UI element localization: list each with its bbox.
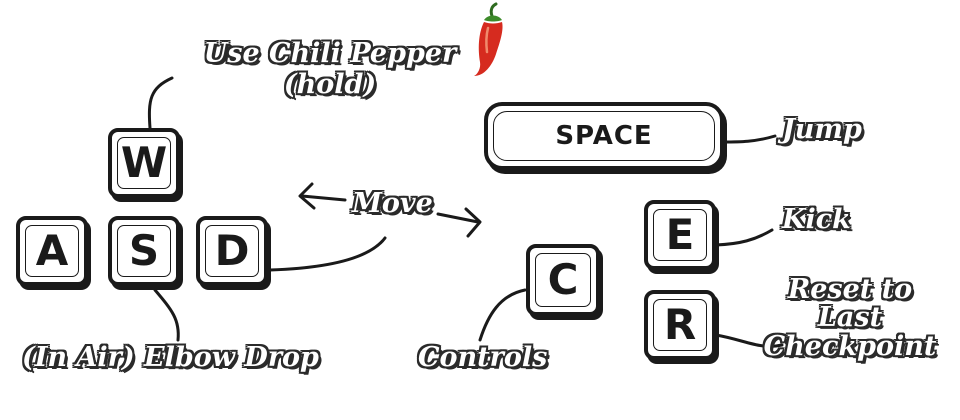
key-a: A xyxy=(16,216,88,286)
key-e: E xyxy=(644,200,716,270)
label-chili-line2: (hold) xyxy=(283,69,377,101)
key-w-letter: W xyxy=(120,138,168,187)
key-space: SPACE xyxy=(484,102,724,170)
label-reset-line1: Reset to xyxy=(787,274,913,305)
key-space-letter: SPACE xyxy=(555,121,653,151)
line-space-to-jump xyxy=(721,134,777,144)
label-elbow-drop: (In Air) Elbow Drop xyxy=(22,342,319,373)
arrow-left-shaft xyxy=(300,194,347,202)
line-e-to-kick xyxy=(714,228,774,247)
label-reset-checkpoint: Reset to Last Checkpoint xyxy=(760,274,940,362)
label-reset-line2: Last xyxy=(817,302,883,334)
key-r: R xyxy=(644,290,716,360)
key-s-letter: S xyxy=(128,226,160,275)
label-chili-line1: Use Chili Pepper xyxy=(203,38,457,69)
key-d-letter: D xyxy=(214,226,250,275)
label-jump: Jump xyxy=(782,114,862,145)
key-a-letter: A xyxy=(35,226,69,275)
line-r-to-reset xyxy=(714,333,784,348)
chili-pepper-icon xyxy=(474,2,503,76)
key-d: D xyxy=(196,216,268,286)
line-c-to-controls xyxy=(478,288,527,342)
line-s-to-elbow xyxy=(153,288,180,342)
label-use-chili-pepper: Use Chili Pepper (hold) xyxy=(180,38,480,100)
key-s: S xyxy=(108,216,180,286)
key-e-letter: E xyxy=(665,210,695,259)
line-d-to-move xyxy=(268,236,387,272)
arrow-left-head xyxy=(298,182,316,210)
label-move: Move xyxy=(352,188,433,219)
label-controls: Controls xyxy=(418,342,548,373)
arrow-right-shaft xyxy=(436,212,480,224)
key-w: W xyxy=(108,128,180,198)
label-reset-line3: Checkpoint xyxy=(763,330,937,362)
key-r-letter: R xyxy=(663,300,697,349)
key-c-letter: C xyxy=(547,255,579,304)
arrow-right-head xyxy=(464,207,482,238)
label-kick: Kick xyxy=(782,204,851,235)
key-c: C xyxy=(526,244,600,316)
line-w-to-chili xyxy=(147,76,174,130)
